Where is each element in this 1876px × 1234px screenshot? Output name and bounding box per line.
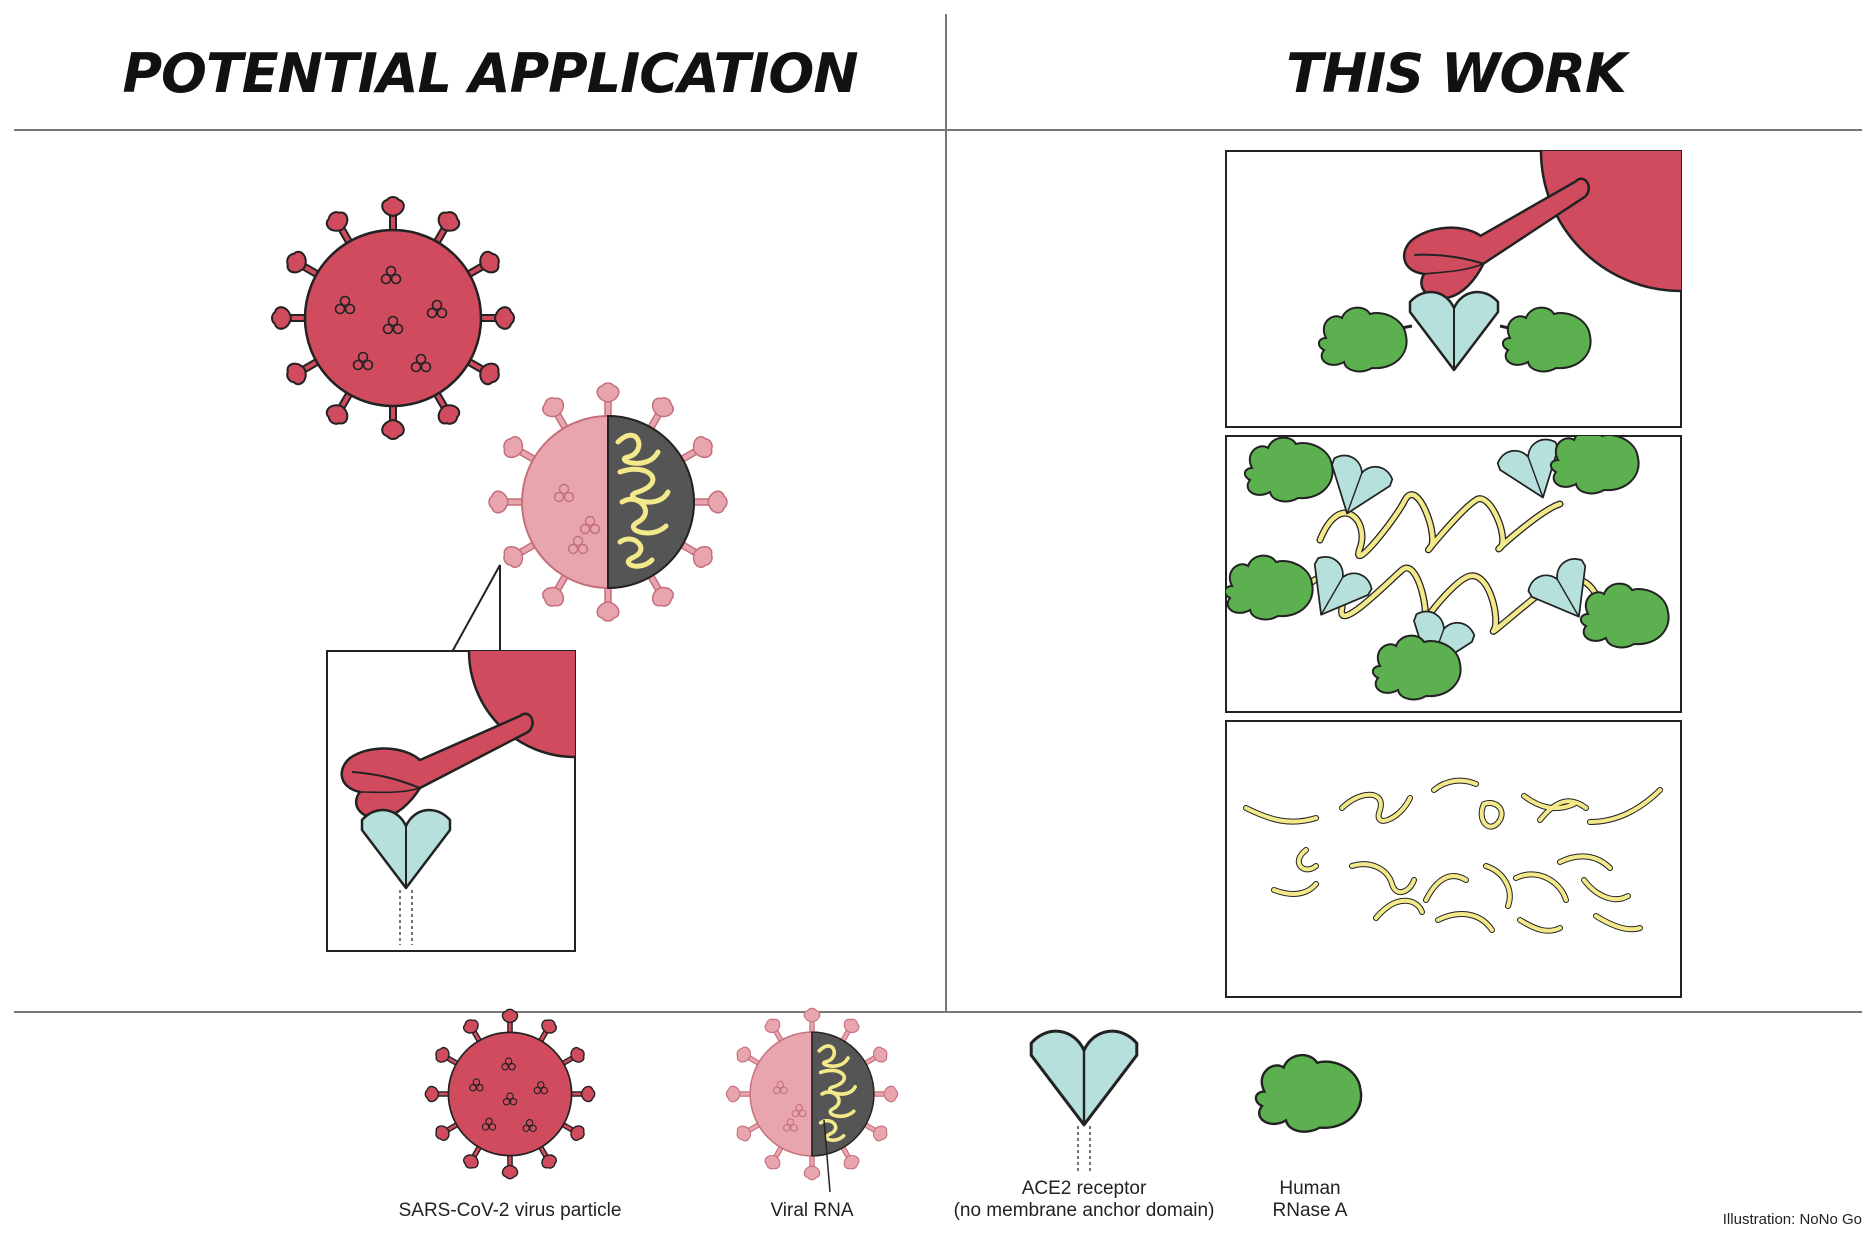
panel-binding [1225,150,1682,428]
legend-item-rna: Viral RNA [726,1008,897,1221]
legend-item-ace2: ACE2 receptor (no membrane anchor domain… [954,1029,1215,1221]
virus-with-rna-illustration [489,383,727,621]
rnase-icon [1254,1053,1363,1133]
legend-label-ace2: ACE2 receptor [1022,1178,1147,1199]
legend-label-virus: SARS-CoV-2 virus particle [399,1200,622,1221]
panel-rna-degradation [1225,435,1682,713]
heading-this-work: THIS WORK [1286,42,1631,105]
left-panel [272,197,727,952]
sars-cov-2-virus-illustration [272,197,514,439]
legend: SARS-CoV-2 virus particle Viral RNA ACE2… [399,1008,1363,1221]
panel-rna-fragments [1225,720,1682,998]
right-panel [1225,150,1682,998]
zoom-inset [326,650,576,952]
legend-label-rnase-line2: RNase A [1273,1200,1348,1221]
virus-icon [425,1009,594,1178]
legend-label-ace2-note: (no membrane anchor domain) [954,1200,1215,1221]
legend-label-rnase-line1: Human [1279,1178,1340,1199]
rna-pointer-line [823,1119,831,1193]
zoom-callout-line [451,564,501,653]
ace2-receptor-icon [1029,1029,1139,1127]
legend-item-virus: SARS-CoV-2 virus particle [399,1009,622,1221]
heading-potential-application: POTENTIAL APPLICATION [122,42,858,105]
legend-item-rnase: Human RNase A [1254,1053,1363,1221]
illustration-credit: Illustration: NoNo Go [1723,1211,1862,1228]
legend-label-rna: Viral RNA [770,1200,853,1221]
viral-rna-icon [726,1008,897,1179]
